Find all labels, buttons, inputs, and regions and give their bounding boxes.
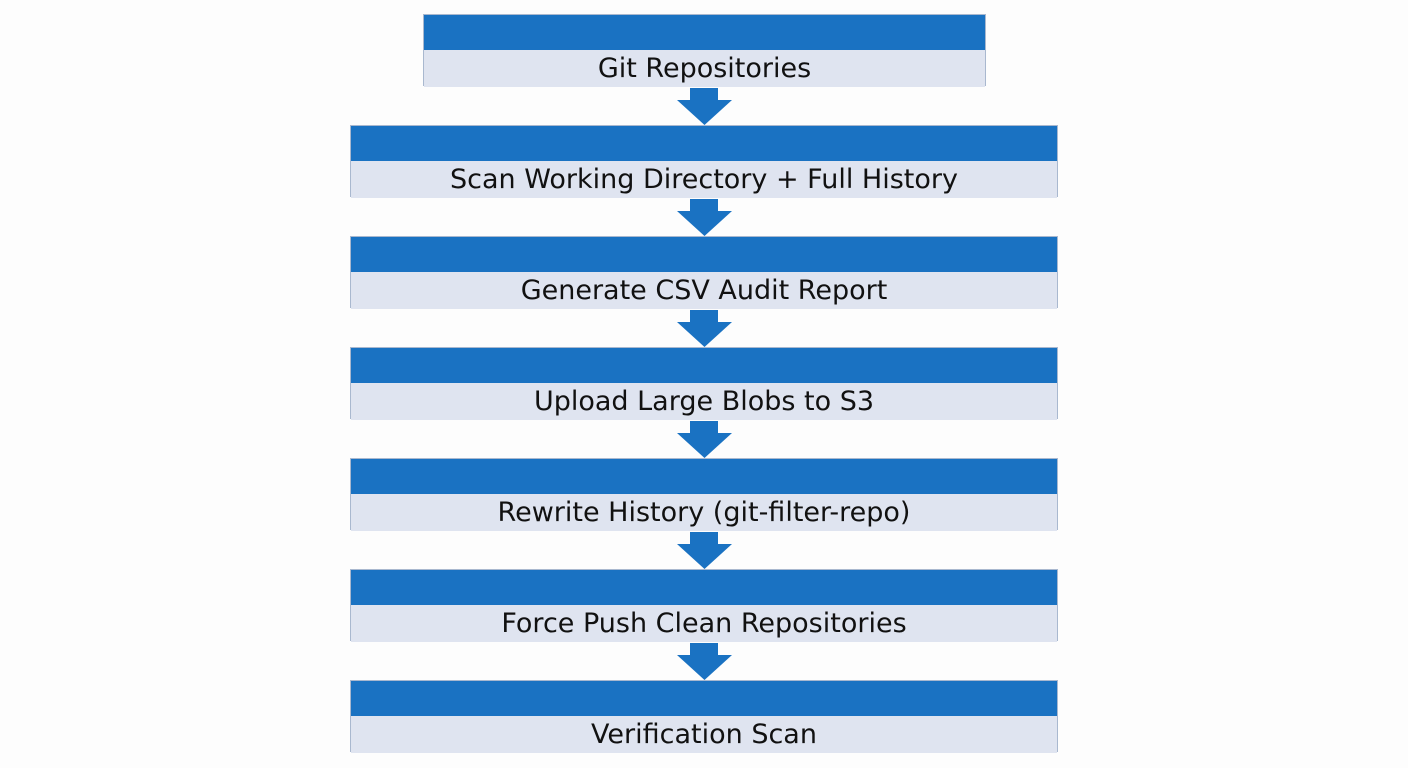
step-csv-report: Generate CSV Audit Report [350,236,1058,309]
step-label: Git Repositories [424,50,985,87]
step-header [424,15,985,50]
step-scan: Scan Working Directory + Full History [350,125,1058,198]
step-header [351,570,1057,605]
down-arrow-icon [677,88,732,125]
step-upload-s3: Upload Large Blobs to S3 [350,347,1058,420]
step-header [351,237,1057,272]
down-arrow-icon [677,310,732,347]
step-header [351,348,1057,383]
step-label: Verification Scan [351,716,1057,753]
down-arrow-icon [677,421,732,458]
down-arrow-icon [677,643,732,680]
step-rewrite-history: Rewrite History (git-filter-repo) [350,458,1058,531]
step-label: Force Push Clean Repositories [351,605,1057,642]
step-label: Generate CSV Audit Report [351,272,1057,309]
step-label: Scan Working Directory + Full History [351,161,1057,198]
step-label: Upload Large Blobs to S3 [351,383,1057,420]
down-arrow-icon [677,199,732,236]
down-arrow-icon [677,532,732,569]
step-label: Rewrite History (git-filter-repo) [351,494,1057,531]
step-verification: Verification Scan [350,680,1058,753]
step-header [351,681,1057,716]
step-git-repositories: Git Repositories [423,14,986,87]
step-header [351,459,1057,494]
step-header [351,126,1057,161]
step-force-push: Force Push Clean Repositories [350,569,1058,642]
